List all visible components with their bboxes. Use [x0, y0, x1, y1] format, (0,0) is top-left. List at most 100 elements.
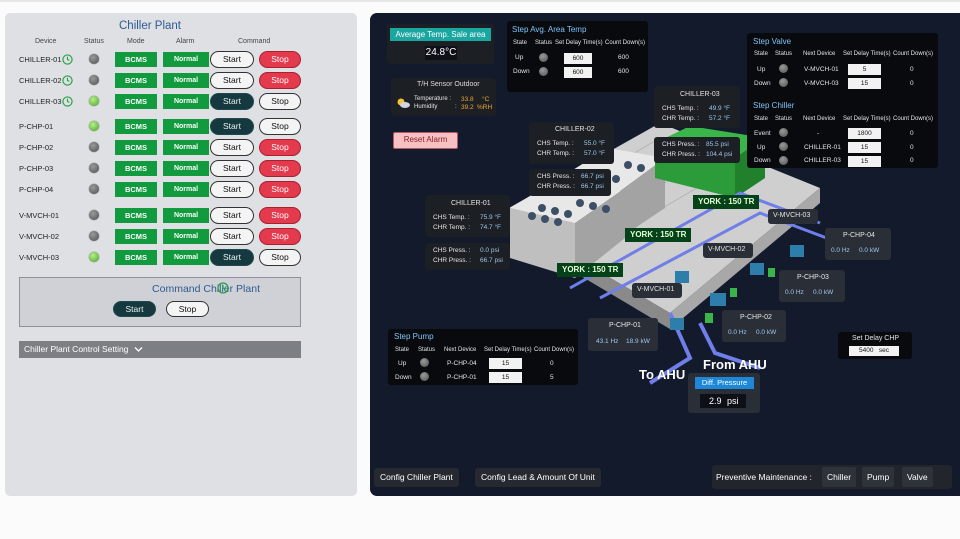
- chiller-02-temp-card: CHILLER-02 CHS Temp. : 55.0 °F CHR Temp.…: [529, 122, 614, 164]
- clock-icon[interactable]: [62, 54, 73, 65]
- start-button[interactable]: Start: [210, 181, 254, 198]
- delay-input[interactable]: 15: [489, 358, 522, 369]
- control-setting-bar[interactable]: Chiller Plant Control Setting: [19, 341, 301, 358]
- header-device: Device: [35, 38, 57, 45]
- mode-badge: BCMS: [115, 52, 157, 67]
- start-button[interactable]: Start: [210, 51, 254, 68]
- to-ahu-label: To AHU: [639, 367, 686, 382]
- device-name: CHILLER-03: [19, 97, 62, 106]
- chr-temp-label: CHR Temp. :: [433, 224, 471, 231]
- delay-input[interactable]: 15: [848, 78, 881, 89]
- pm-pump-button[interactable]: Pump: [862, 467, 895, 487]
- state-down: Down: [754, 157, 771, 164]
- mode-badge: BCMS: [115, 161, 157, 176]
- status-led: [89, 121, 99, 131]
- alarm-badge: Normal: [163, 52, 209, 67]
- col-state: State: [754, 51, 769, 57]
- pm-label: Preventive Maintenance :: [716, 472, 812, 482]
- col-status: Status: [775, 51, 793, 57]
- start-button[interactable]: Start: [210, 228, 254, 245]
- device-name: V-MVCH-03: [19, 253, 60, 262]
- delay-input[interactable]: 15: [848, 156, 881, 167]
- pm-chiller-button[interactable]: Chiller: [822, 467, 857, 487]
- mode-badge: BCMS: [115, 119, 157, 134]
- alarm-badge: Normal: [163, 140, 209, 155]
- device-name: V-MVCH-02: [19, 232, 60, 241]
- state-up: Up: [757, 144, 766, 151]
- config-chiller-plant-button[interactable]: Config Chiller Plant: [374, 468, 459, 487]
- chr-press-label: CHR Press. :: [433, 257, 471, 264]
- mode-badge: BCMS: [115, 229, 157, 244]
- header-status: Status: [84, 38, 104, 45]
- start-button[interactable]: Start: [210, 160, 254, 177]
- col-header: Next Device: [803, 116, 836, 122]
- delay-input[interactable]: 15: [489, 372, 522, 383]
- delay-input[interactable]: 5: [848, 64, 881, 75]
- config-lead-amount-button[interactable]: Config Lead & Amount Of Unit: [475, 468, 601, 487]
- temperature-value: 33.8: [461, 96, 474, 103]
- set-delay-chp-input[interactable]: 5400 sec: [849, 346, 899, 356]
- pump-name: P-CHP-02: [740, 314, 772, 321]
- alarm-badge: Normal: [163, 161, 209, 176]
- chiller-03-temp-card: CHILLER-03 CHS Temp. : 49.9 °F CHR Temp.…: [654, 86, 740, 128]
- chs-press-label: CHS Press. :: [537, 173, 575, 180]
- th-sensor-title: T/H Sensor Outdoor: [417, 81, 480, 88]
- alarm-badge: Normal: [163, 250, 209, 265]
- status-led: [89, 163, 99, 173]
- step-chiller-card: Step Chiller Event - 1800 0 Up CHILLER-0…: [747, 98, 938, 168]
- clock-icon[interactable]: [62, 75, 73, 86]
- mode-badge: BCMS: [115, 208, 157, 223]
- mode-badge: BCMS: [115, 140, 157, 155]
- stop-button[interactable]: Stop: [259, 249, 301, 266]
- start-button[interactable]: Start: [210, 207, 254, 224]
- plant-start-button[interactable]: Start: [113, 301, 156, 317]
- chiller-01-temp-card: CHILLER-01 CHS Temp. : 75.9 °F CHR Temp.…: [425, 195, 510, 237]
- start-button[interactable]: Start: [210, 118, 254, 135]
- plant-stop-button[interactable]: Stop: [166, 301, 209, 317]
- mode-badge: BCMS: [115, 94, 157, 109]
- status-led: [89, 142, 99, 152]
- valve-name: V-MVCH-03: [773, 212, 811, 219]
- delay-input[interactable]: 600: [564, 67, 592, 78]
- stop-button[interactable]: Stop: [259, 160, 301, 177]
- stop-button[interactable]: Stop: [259, 228, 301, 245]
- col-next: Next Device: [444, 347, 477, 353]
- chs-press-label: CHS Press. :: [662, 141, 700, 148]
- stop-button[interactable]: Stop: [259, 51, 301, 68]
- avg-temp-card: Average Temp. Sale area 24.8°C: [387, 24, 494, 64]
- start-button[interactable]: Start: [210, 93, 254, 110]
- status-led: [420, 358, 429, 367]
- start-button[interactable]: Start: [210, 139, 254, 156]
- chs-temp-value: 75.9 °F: [480, 214, 502, 221]
- delay-input[interactable]: 600: [564, 53, 592, 64]
- command-title: Command Chiller Plant: [152, 283, 260, 295]
- delay-input[interactable]: 1800: [848, 128, 881, 139]
- stop-button[interactable]: Stop: [259, 139, 301, 156]
- stop-button[interactable]: Stop: [259, 181, 301, 198]
- stop-button[interactable]: Stop: [259, 207, 301, 224]
- start-button[interactable]: Start: [210, 72, 254, 89]
- stop-button[interactable]: Stop: [259, 72, 301, 89]
- stop-button[interactable]: Stop: [259, 93, 301, 110]
- start-button[interactable]: Start: [210, 249, 254, 266]
- stop-button[interactable]: Stop: [259, 118, 301, 135]
- reset-alarm-button[interactable]: Reset Alarm: [393, 132, 458, 149]
- clock-icon: [217, 282, 229, 294]
- status-led: [89, 252, 99, 262]
- col-header: Set Delay Time(s): [843, 116, 891, 122]
- status-led: [89, 210, 99, 220]
- chiller-01-press-card: CHS Press. : 0.0 psi CHR Press. : 66.7 p…: [425, 243, 510, 270]
- delay-input[interactable]: 15: [848, 142, 881, 153]
- chr-temp-value: 74.7 °F: [480, 224, 502, 231]
- mode-badge: BCMS: [115, 182, 157, 197]
- pump-hz: 0.0 Hz: [728, 329, 747, 336]
- clock-icon[interactable]: [62, 96, 73, 107]
- device-name: P-CHP-01: [19, 122, 54, 131]
- next-device: P-CHP-04: [447, 360, 477, 367]
- pump-03-card: P-CHP-03 0.0 Hz 0.0 kW: [779, 270, 845, 302]
- pm-valve-button[interactable]: Valve: [902, 467, 933, 487]
- countdown-value: 0: [550, 360, 554, 367]
- col-delay: Set Delay Time(s): [484, 347, 532, 353]
